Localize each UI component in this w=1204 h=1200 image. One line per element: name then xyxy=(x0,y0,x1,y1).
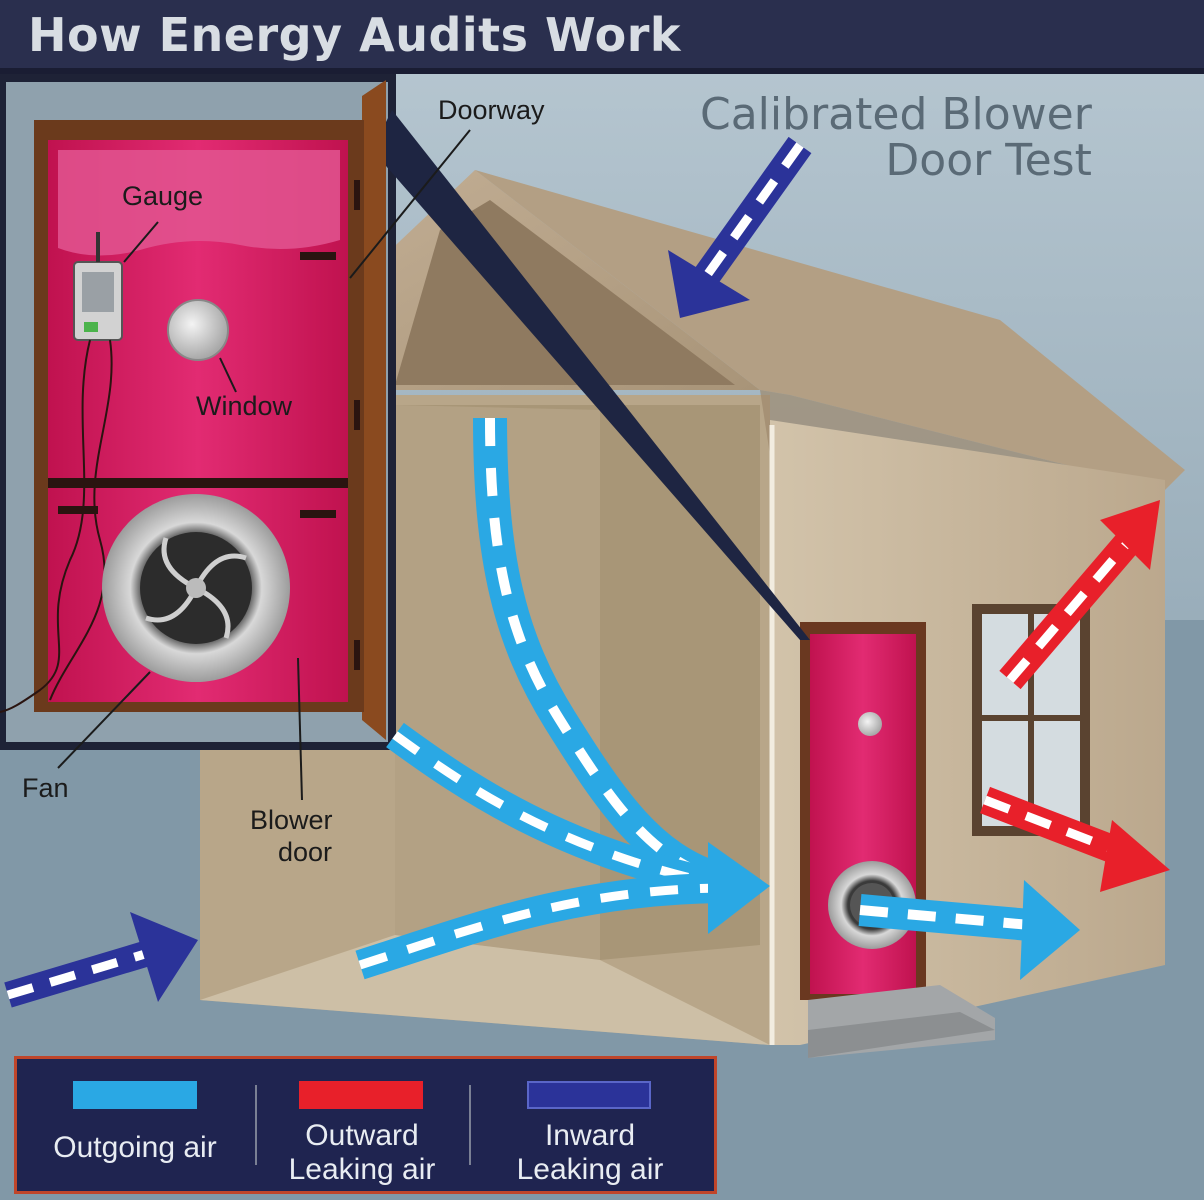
legend-swatch-inward-leaking-air xyxy=(527,1081,651,1109)
legend-outward-line-1: Outward xyxy=(305,1119,419,1152)
legend-label-outward-leaking-air: Outward Leaking air xyxy=(257,1119,467,1187)
diagram-subtitle: Calibrated Blower Door Test xyxy=(700,92,1092,184)
legend-label-inward-leaking-air: Inward Leaking air xyxy=(471,1119,709,1187)
label-blower-door-line-2: door xyxy=(278,837,333,867)
legend-divider xyxy=(255,1085,257,1165)
label-gauge: Gauge xyxy=(122,181,204,211)
legend-swatch-outgoing-air xyxy=(73,1081,197,1109)
label-blower-door-line-1: Blower xyxy=(250,805,333,835)
window-icon xyxy=(167,299,229,361)
label-blower-door: Blower door xyxy=(250,804,333,868)
label-doorway: Doorway xyxy=(438,95,545,125)
legend-item-inward-leaking-air: Inward Leaking air xyxy=(471,1059,709,1191)
legend-inward-line-2: Leaking air xyxy=(516,1153,664,1186)
fan-icon xyxy=(102,494,290,682)
legend-divider xyxy=(469,1085,471,1165)
legend-outward-line-2: Leaking air xyxy=(288,1153,436,1186)
legend-item-outward-leaking-air: Outward Leaking air xyxy=(257,1059,467,1191)
legend-label-outgoing-air: Outgoing air xyxy=(17,1131,253,1165)
gauge-icon xyxy=(73,232,123,341)
legend: Outgoing air Outward Leaking air Inward … xyxy=(14,1056,717,1194)
legend-outgoing-line-1: Outgoing air xyxy=(53,1131,217,1164)
page-title: How Energy Audits Work xyxy=(28,8,682,62)
subtitle-line-1: Calibrated Blower xyxy=(700,89,1092,140)
legend-swatch-outward-leaking-air xyxy=(299,1081,423,1109)
legend-inward-line-1: Inward xyxy=(544,1119,636,1152)
label-fan: Fan xyxy=(22,773,69,803)
label-window: Window xyxy=(196,391,293,421)
legend-item-outgoing-air: Outgoing air xyxy=(17,1059,253,1191)
subtitle-line-2: Door Test xyxy=(885,135,1092,186)
